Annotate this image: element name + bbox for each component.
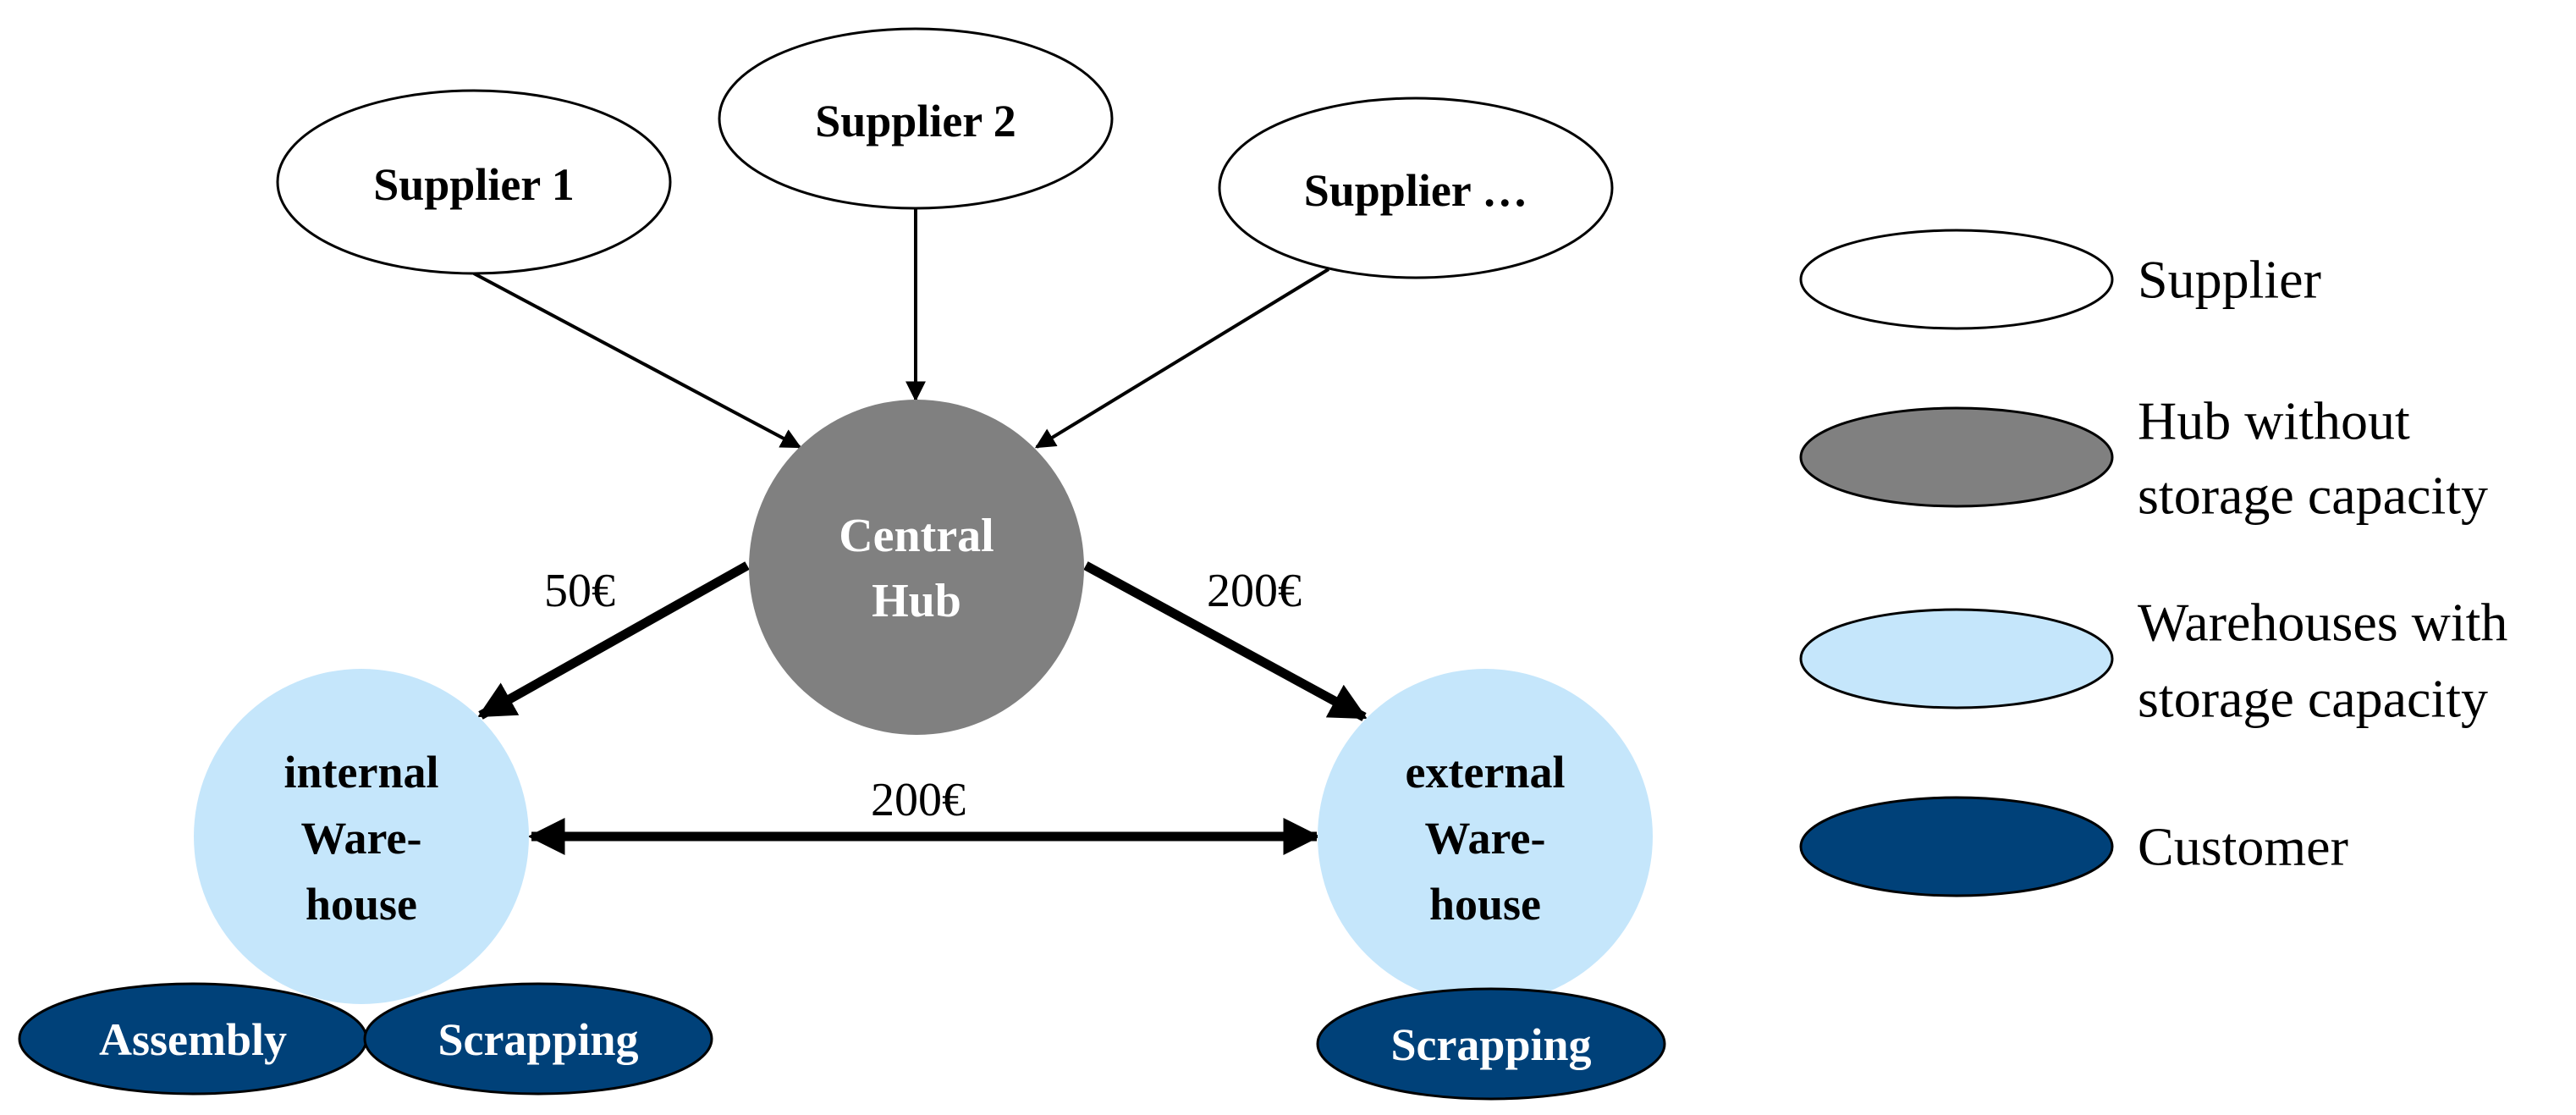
legend-label-warehouse-line2: storage capacity: [2138, 669, 2488, 729]
external-warehouse-node: external Ware- house: [1318, 669, 1653, 1004]
legend-label-supplier: Supplier: [2138, 250, 2321, 310]
edge-label-hub-internal: 50€: [544, 565, 615, 617]
legend-item-warehouse: Warehouses with storage capacity: [1799, 593, 2507, 729]
internal-warehouse-label-line2: Ware-: [301, 813, 422, 864]
arrow-supplier3-to-hub: [1034, 268, 1330, 449]
internal-warehouse-node: internal Ware- house: [194, 669, 529, 1004]
legend-label-hub-line2: storage capacity: [2138, 466, 2488, 526]
central-hub-node: Central Hub: [749, 400, 1084, 735]
arrow-supplier1-to-hub: [473, 272, 802, 449]
legend-label-customer: Customer: [2138, 817, 2348, 877]
scrapping-internal-label: Scrapping: [438, 1014, 638, 1065]
legend-item-customer: Customer: [1799, 796, 2348, 897]
supplier-1-node: Supplier 1: [276, 89, 672, 275]
supplier-3-label: Supplier …: [1304, 165, 1528, 216]
external-warehouse-label-line3: house: [1429, 879, 1541, 930]
arrow-hub-to-internal-warehouse: [477, 561, 750, 720]
scrapping-internal-customer-node: Scrapping: [363, 982, 713, 1096]
legend-swatch-warehouse: [1799, 608, 2114, 709]
legend-swatch-customer: [1799, 796, 2114, 897]
legend-label-hub-line1: Hub without: [2138, 391, 2410, 451]
legend-swatch-supplier: [1799, 229, 2114, 330]
central-hub-label-line1: Central: [839, 510, 994, 562]
legend-item-hub: Hub without storage capacity: [1799, 391, 2488, 526]
assembly-label: Assembly: [99, 1014, 287, 1065]
supplier-3-node: Supplier …: [1218, 97, 1614, 279]
legend-swatch-hub: [1799, 406, 2114, 508]
internal-warehouse-label-line3: house: [305, 879, 417, 930]
legend-label-warehouse-line1: Warehouses with: [2138, 593, 2507, 653]
central-hub-label-line2: Hub: [872, 575, 961, 627]
edge-label-hub-external: 200€: [1207, 565, 1302, 617]
legend: Supplier Hub without storage capacity Wa…: [1799, 229, 2507, 897]
arrow-hub-to-external-warehouse: [1083, 561, 1368, 721]
assembly-customer-node: Assembly: [18, 982, 368, 1096]
internal-warehouse-label-line1: internal: [284, 747, 439, 798]
supplier-1-label: Supplier 1: [373, 159, 575, 210]
scrapping-external-customer-node: Scrapping: [1316, 987, 1666, 1101]
legend-item-supplier: Supplier: [1799, 229, 2321, 330]
edge-label-internal-external: 200€: [871, 774, 966, 826]
external-warehouse-label-line1: external: [1406, 747, 1566, 798]
external-warehouse-label-line2: Ware-: [1425, 813, 1546, 864]
supplier-2-label: Supplier 2: [815, 96, 1016, 146]
supplier-2-node: Supplier 2: [718, 27, 1114, 210]
scrapping-external-label: Scrapping: [1390, 1019, 1591, 1070]
